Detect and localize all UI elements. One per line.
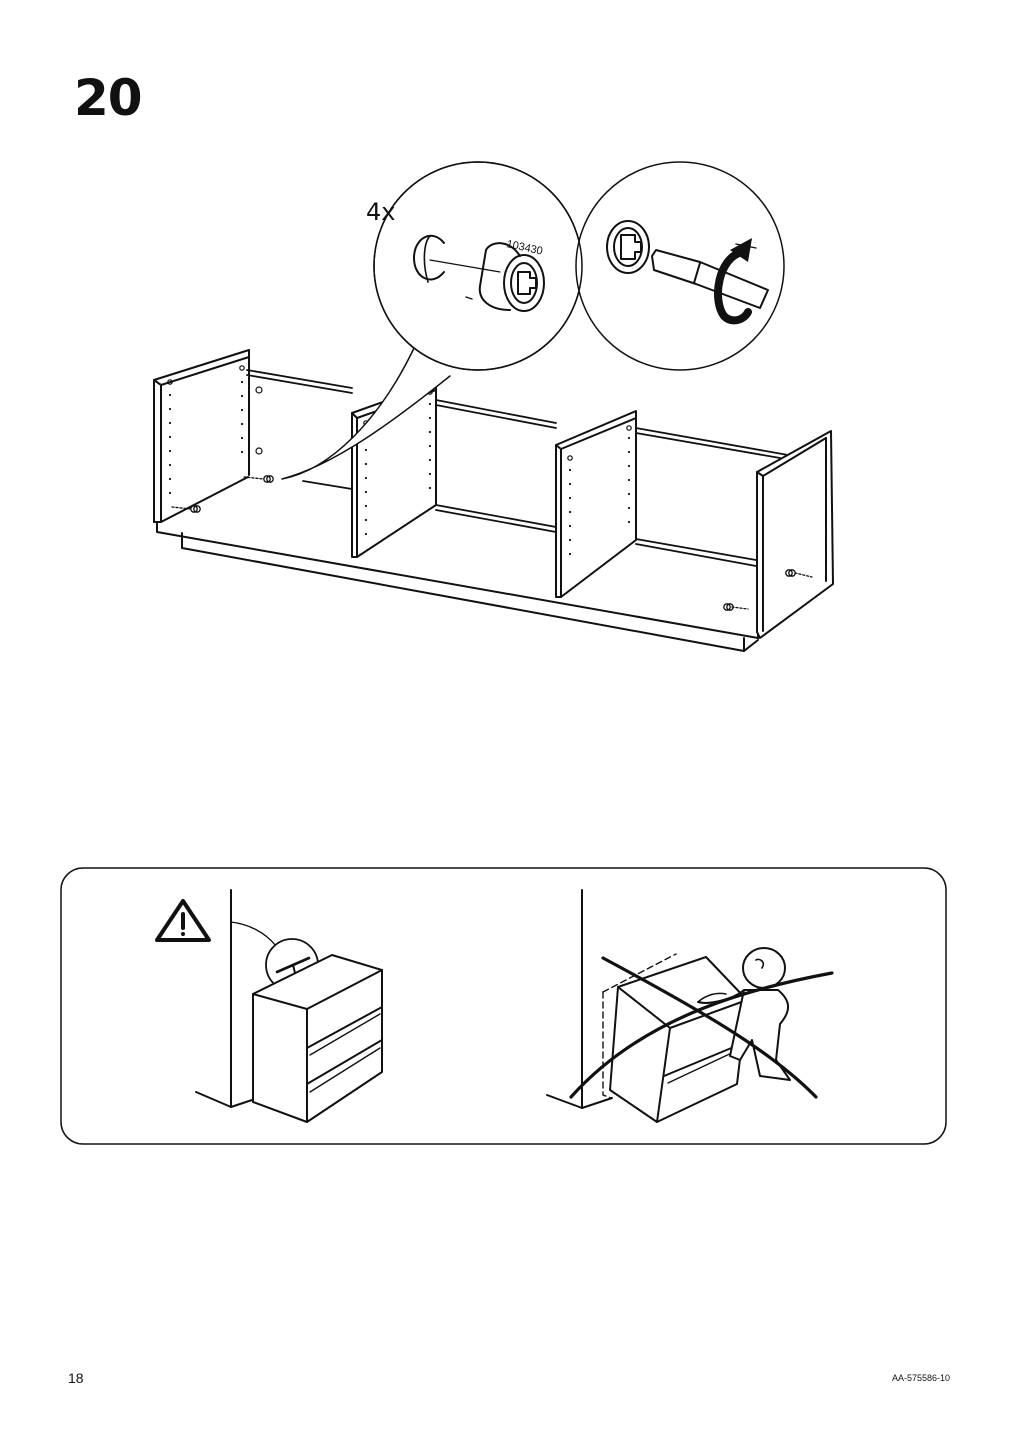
tip-over-person-icon bbox=[546, 889, 791, 1123]
left-side-panel bbox=[153, 349, 250, 523]
anchored-bookcase bbox=[195, 889, 383, 1123]
shelf-pin-holes bbox=[168, 380, 631, 556]
bottom-panel bbox=[156, 521, 832, 639]
quantity-label: 4x bbox=[366, 198, 395, 226]
right-side-panel bbox=[756, 430, 834, 639]
divider-2 bbox=[555, 410, 637, 598]
cam-lock-icon bbox=[413, 234, 545, 312]
back-panel bbox=[246, 369, 789, 567]
zoom-callout bbox=[281, 161, 785, 480]
prohibited-cross-icon bbox=[569, 956, 834, 1099]
rotate-arrow-icon bbox=[714, 238, 757, 325]
page-number: 18 bbox=[68, 1370, 84, 1386]
document-code: AA-575586-10 bbox=[891, 1373, 950, 1383]
plinth bbox=[181, 532, 759, 652]
cam-lock-positions bbox=[171, 475, 813, 611]
warning-frame bbox=[60, 867, 947, 1145]
step-number: 20 bbox=[74, 69, 143, 127]
assembly-illustration: 103430 4x bbox=[153, 161, 834, 652]
screwdriver-icon bbox=[606, 220, 769, 309]
warning-triangle-icon bbox=[155, 899, 211, 942]
